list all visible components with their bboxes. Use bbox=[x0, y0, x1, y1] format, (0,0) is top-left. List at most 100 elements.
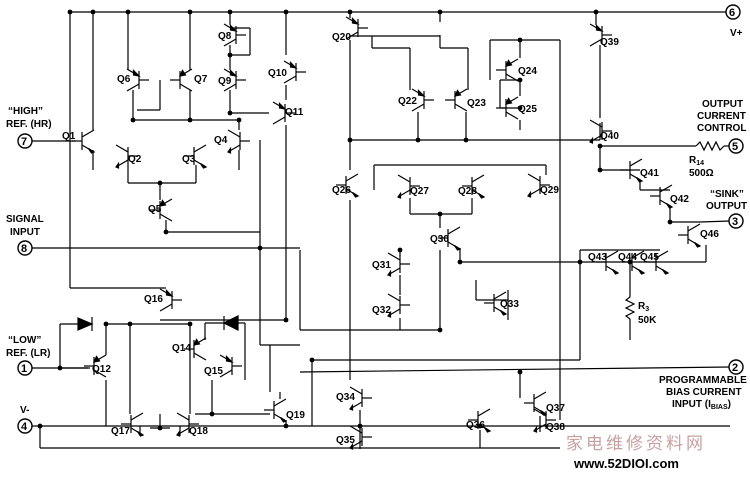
label-q16: Q16 bbox=[144, 294, 163, 305]
label-q20: Q20 bbox=[332, 32, 351, 43]
transistor-q26 bbox=[336, 173, 360, 198]
transistor-q37 bbox=[524, 391, 548, 416]
transistor-q8 bbox=[223, 23, 246, 47]
transistor-q4 bbox=[227, 129, 250, 154]
transistor-q14 bbox=[184, 337, 207, 361]
transistor-q18 bbox=[176, 412, 199, 437]
occ-label3: CONTROL bbox=[697, 123, 746, 134]
transistor-q20 bbox=[345, 16, 368, 40]
label-q25: Q25 bbox=[518, 104, 537, 115]
transistor-q35 bbox=[349, 425, 372, 450]
pin-vminus: 4 bbox=[17, 418, 33, 434]
label-q26: Q26 bbox=[332, 185, 351, 196]
label-q43: Q43 bbox=[588, 252, 607, 263]
transistor-q19 bbox=[264, 398, 288, 423]
transistor-q44 bbox=[622, 250, 646, 275]
svg-text:7: 7 bbox=[21, 136, 27, 148]
label-q6: Q6 bbox=[117, 74, 131, 85]
bias-label3: INPUT (IBIAS) bbox=[672, 399, 731, 411]
pin-signal-input-label2: INPUT bbox=[10, 227, 40, 238]
sink-label1: “SINK” bbox=[710, 189, 744, 200]
transistor-q27 bbox=[397, 174, 420, 199]
label-q17: Q17 bbox=[111, 426, 130, 437]
bias-label2: BIAS CURRENT bbox=[666, 387, 742, 398]
label-q8: Q8 bbox=[218, 31, 232, 42]
occ-label1: OUTPUT bbox=[702, 99, 743, 110]
wires bbox=[25, 11, 731, 449]
label-q1: Q1 bbox=[62, 131, 76, 142]
label-q9: Q9 bbox=[218, 76, 232, 87]
label-q44: Q44 bbox=[618, 252, 637, 263]
transistor-q45 bbox=[646, 250, 670, 275]
pin-high-ref-label2: REF. (HR) bbox=[6, 119, 52, 130]
transistor-q32 bbox=[387, 293, 410, 318]
label-q4: Q4 bbox=[214, 135, 228, 146]
transistor-q31 bbox=[387, 252, 410, 277]
pin-low-ref: 1 bbox=[17, 360, 33, 376]
label-q11: Q11 bbox=[285, 107, 304, 118]
transistor-q3 bbox=[184, 144, 208, 169]
label-q38: Q38 bbox=[546, 422, 565, 433]
transistor-q42 bbox=[650, 184, 674, 209]
pin-high-ref: 7 bbox=[17, 133, 33, 149]
label-q5: Q5 bbox=[148, 204, 162, 215]
pin-bias-current: 2 bbox=[728, 359, 744, 375]
sink-label2: OUTPUT bbox=[706, 201, 747, 212]
label-q10: Q10 bbox=[268, 68, 287, 79]
label-q22: Q22 bbox=[398, 96, 417, 107]
transistor-q25 bbox=[496, 96, 519, 120]
transistor-q9 bbox=[223, 68, 246, 92]
transistor-q6 bbox=[126, 68, 149, 92]
transistor-q16 bbox=[159, 288, 182, 312]
label-q30: Q30 bbox=[430, 234, 449, 245]
resistor-r3-label: R3 bbox=[638, 301, 649, 313]
label-q39: Q39 bbox=[600, 37, 619, 48]
resistor-r3-value: 50K bbox=[638, 315, 657, 326]
transistor-q36 bbox=[468, 408, 492, 433]
label-q27: Q27 bbox=[410, 186, 429, 197]
label-q23: Q23 bbox=[467, 98, 486, 109]
transistor-q34 bbox=[349, 386, 372, 411]
label-q37: Q37 bbox=[546, 403, 565, 414]
transistor-q38 bbox=[533, 408, 556, 433]
pin-vplus: 6 bbox=[725, 4, 741, 20]
label-q31: Q31 bbox=[372, 260, 391, 271]
label-q29: Q29 bbox=[540, 185, 559, 196]
resistor-r14-label: R14 bbox=[689, 155, 704, 167]
pin-signal-input: 8 bbox=[17, 240, 33, 256]
label-q33: Q33 bbox=[500, 299, 519, 310]
transistor-q43 bbox=[596, 250, 620, 275]
label-q46: Q46 bbox=[700, 229, 719, 240]
transistor-q5 bbox=[150, 198, 173, 222]
transistor-q2 bbox=[115, 144, 138, 169]
diode-d2 bbox=[222, 315, 239, 331]
pin-low-ref-label2: REF. (LR) bbox=[6, 348, 50, 359]
resistor-r14-symbol bbox=[695, 140, 725, 152]
label-q3: Q3 bbox=[182, 154, 196, 165]
watermark-text: 家电维修资料网 bbox=[566, 434, 706, 454]
label-q41: Q41 bbox=[640, 168, 659, 179]
label-q34: Q34 bbox=[336, 392, 355, 403]
transistor-q10 bbox=[283, 60, 306, 84]
occ-label2: CURRENT bbox=[697, 111, 746, 122]
label-q24: Q24 bbox=[518, 66, 537, 77]
svg-text:1: 1 bbox=[21, 363, 27, 375]
transistor-q46 bbox=[678, 223, 702, 248]
transistor-q40 bbox=[589, 119, 612, 144]
pin-vplus-label: V+ bbox=[730, 28, 743, 39]
resistor-r14-value: 500Ω bbox=[689, 168, 714, 179]
transistor-q17 bbox=[121, 412, 145, 437]
junctions bbox=[37, 9, 673, 431]
transistor-q15 bbox=[219, 354, 242, 378]
label-q14: Q14 bbox=[172, 343, 191, 354]
transistor-q39 bbox=[589, 23, 612, 47]
transistor-q22 bbox=[411, 88, 434, 112]
svg-text:3: 3 bbox=[732, 216, 738, 228]
pin-low-ref-label1: “LOW” bbox=[8, 335, 41, 346]
label-q15: Q15 bbox=[204, 366, 223, 377]
transistor-q28 bbox=[462, 174, 486, 199]
transistor-q33 bbox=[484, 291, 508, 316]
svg-text:2: 2 bbox=[732, 362, 738, 374]
diode-d1 bbox=[77, 317, 94, 331]
